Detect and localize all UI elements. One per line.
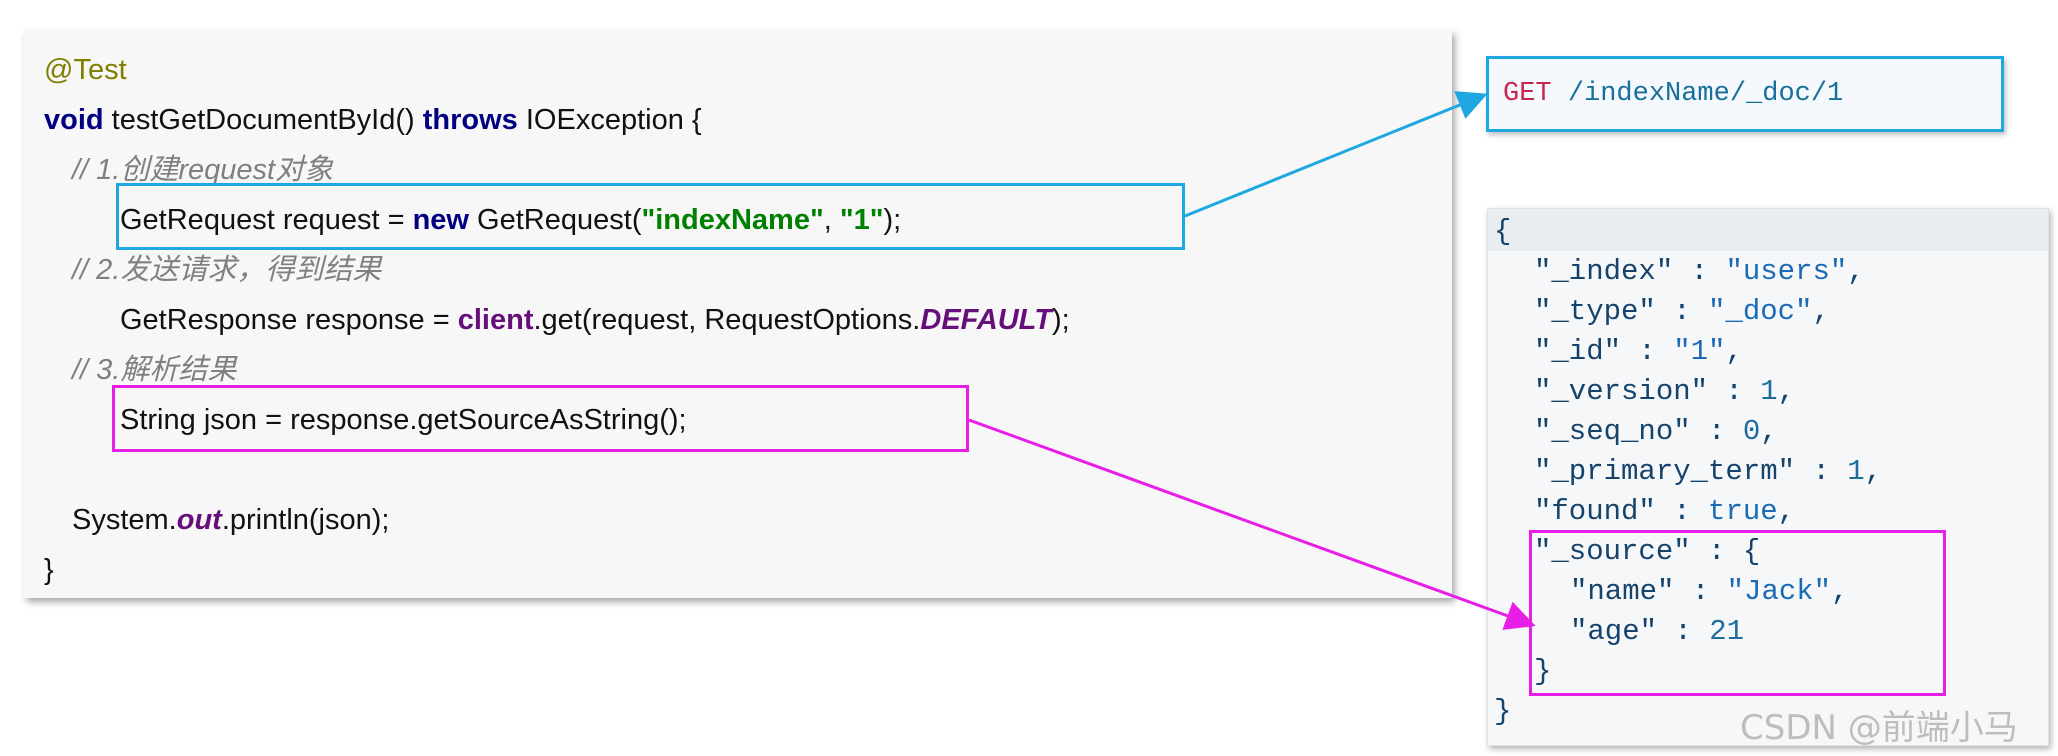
http-path: /indexName/_doc/1 bbox=[1567, 79, 1844, 109]
json-key: "_id" bbox=[1534, 335, 1622, 368]
source-arrow bbox=[968, 418, 1536, 630]
json-source-close-brace: } bbox=[1534, 655, 1552, 688]
json-response-panel bbox=[1487, 208, 2049, 746]
request-ctor: GetRequest( bbox=[469, 204, 642, 236]
code-panel bbox=[24, 30, 1452, 598]
request-highlight-box bbox=[116, 183, 1185, 250]
json-value: 0 bbox=[1742, 415, 1761, 448]
print-call: .println(json); bbox=[221, 504, 390, 536]
json-key: "_primary_term" bbox=[1534, 455, 1796, 488]
json-field-primary-term: "_primary_term" : 1, bbox=[1534, 455, 1883, 488]
response-end: ); bbox=[1051, 304, 1070, 336]
field-out: out bbox=[176, 504, 222, 536]
json-field-found: "found" : true, bbox=[1534, 495, 1796, 528]
http-request-panel: GET /indexName/_doc/1 bbox=[1486, 56, 2004, 132]
keyword-throws: throws bbox=[422, 104, 518, 136]
json-value: "1" bbox=[1673, 335, 1726, 368]
json-field-age: "age" : 21 bbox=[1570, 615, 1745, 648]
json-open-brace: { bbox=[1494, 215, 1512, 248]
code-line-source-as-string: String json = response.getSourceAsString… bbox=[120, 404, 687, 436]
keyword-new: new bbox=[412, 204, 469, 236]
json-key: "_type" bbox=[1534, 295, 1656, 328]
string-index-name: "indexName" bbox=[641, 204, 824, 236]
code-line-closing-brace: } bbox=[44, 554, 54, 586]
print-system: System. bbox=[72, 504, 177, 536]
json-value: 1 bbox=[1760, 375, 1778, 408]
code-line-method-declaration: void testGetDocumentById() throws IOExce… bbox=[44, 100, 702, 140]
code-line-annotation: @Test bbox=[44, 50, 127, 90]
json-key: "_seq_no" bbox=[1534, 415, 1691, 448]
json-value: "_doc" bbox=[1708, 295, 1813, 328]
test-annotation: @Test bbox=[44, 54, 127, 86]
comment-create-request: // 1.创建request对象 bbox=[72, 154, 334, 186]
json-field-index: "_index" : "users", bbox=[1534, 255, 1865, 288]
json-field-name: "name" : "Jack", bbox=[1570, 575, 1849, 608]
request-arrow bbox=[1184, 91, 1488, 218]
json-value: true bbox=[1708, 495, 1778, 528]
json-field-version: "_version" : 1, bbox=[1534, 375, 1796, 408]
json-value: "users" bbox=[1725, 255, 1848, 288]
comment-parse-result: // 3.解析结果 bbox=[72, 354, 237, 386]
code-line-get-response: GetResponse response = client.get(reques… bbox=[120, 300, 1070, 340]
json-close-brace: } bbox=[1494, 695, 1512, 728]
json-key: "found" bbox=[1534, 495, 1656, 528]
json-value: "Jack" bbox=[1726, 575, 1832, 608]
code-line-get-request: GetRequest request = new GetRequest("ind… bbox=[120, 200, 901, 240]
field-default: DEFAULT bbox=[920, 304, 1052, 336]
response-call: .get(request, RequestOptions. bbox=[533, 304, 921, 336]
json-key: "_source" bbox=[1534, 535, 1691, 568]
response-first-line-highlight bbox=[1488, 209, 2048, 251]
parse-highlight-box bbox=[112, 385, 969, 452]
json-key: "_version" bbox=[1534, 375, 1709, 408]
json-key: "name" bbox=[1570, 575, 1675, 608]
json-field-seq-no: "_seq_no" : 0, bbox=[1534, 415, 1778, 448]
json-value: 1 bbox=[1847, 455, 1865, 488]
json-field-id: "_id" : "1", bbox=[1534, 335, 1743, 368]
http-method: GET bbox=[1503, 79, 1552, 109]
json-field-type: "_type" : "_doc", bbox=[1534, 295, 1830, 328]
request-end: ); bbox=[883, 204, 902, 236]
string-id: "1" bbox=[839, 204, 884, 236]
json-value: 21 bbox=[1709, 615, 1745, 648]
keyword-void: void bbox=[44, 104, 104, 136]
http-request-line: GET /indexName/_doc/1 bbox=[1503, 76, 1843, 112]
response-decl: GetResponse response = bbox=[120, 304, 458, 336]
json-key: "_index" bbox=[1534, 255, 1674, 288]
method-name: testGetDocumentById() bbox=[103, 104, 423, 136]
request-comma: , bbox=[823, 204, 840, 236]
request-decl: GetRequest request = bbox=[120, 204, 413, 236]
code-line-print: System.out.println(json); bbox=[72, 500, 389, 540]
json-field-source: "_source" : { bbox=[1534, 535, 1761, 568]
method-exception: IOException { bbox=[517, 104, 702, 136]
field-client: client bbox=[457, 304, 534, 336]
comment-send-request: // 2.发送请求，得到结果 bbox=[72, 254, 382, 286]
csdn-watermark: CSDN @前端小马 bbox=[1740, 708, 2018, 748]
json-key: "age" bbox=[1570, 615, 1658, 648]
